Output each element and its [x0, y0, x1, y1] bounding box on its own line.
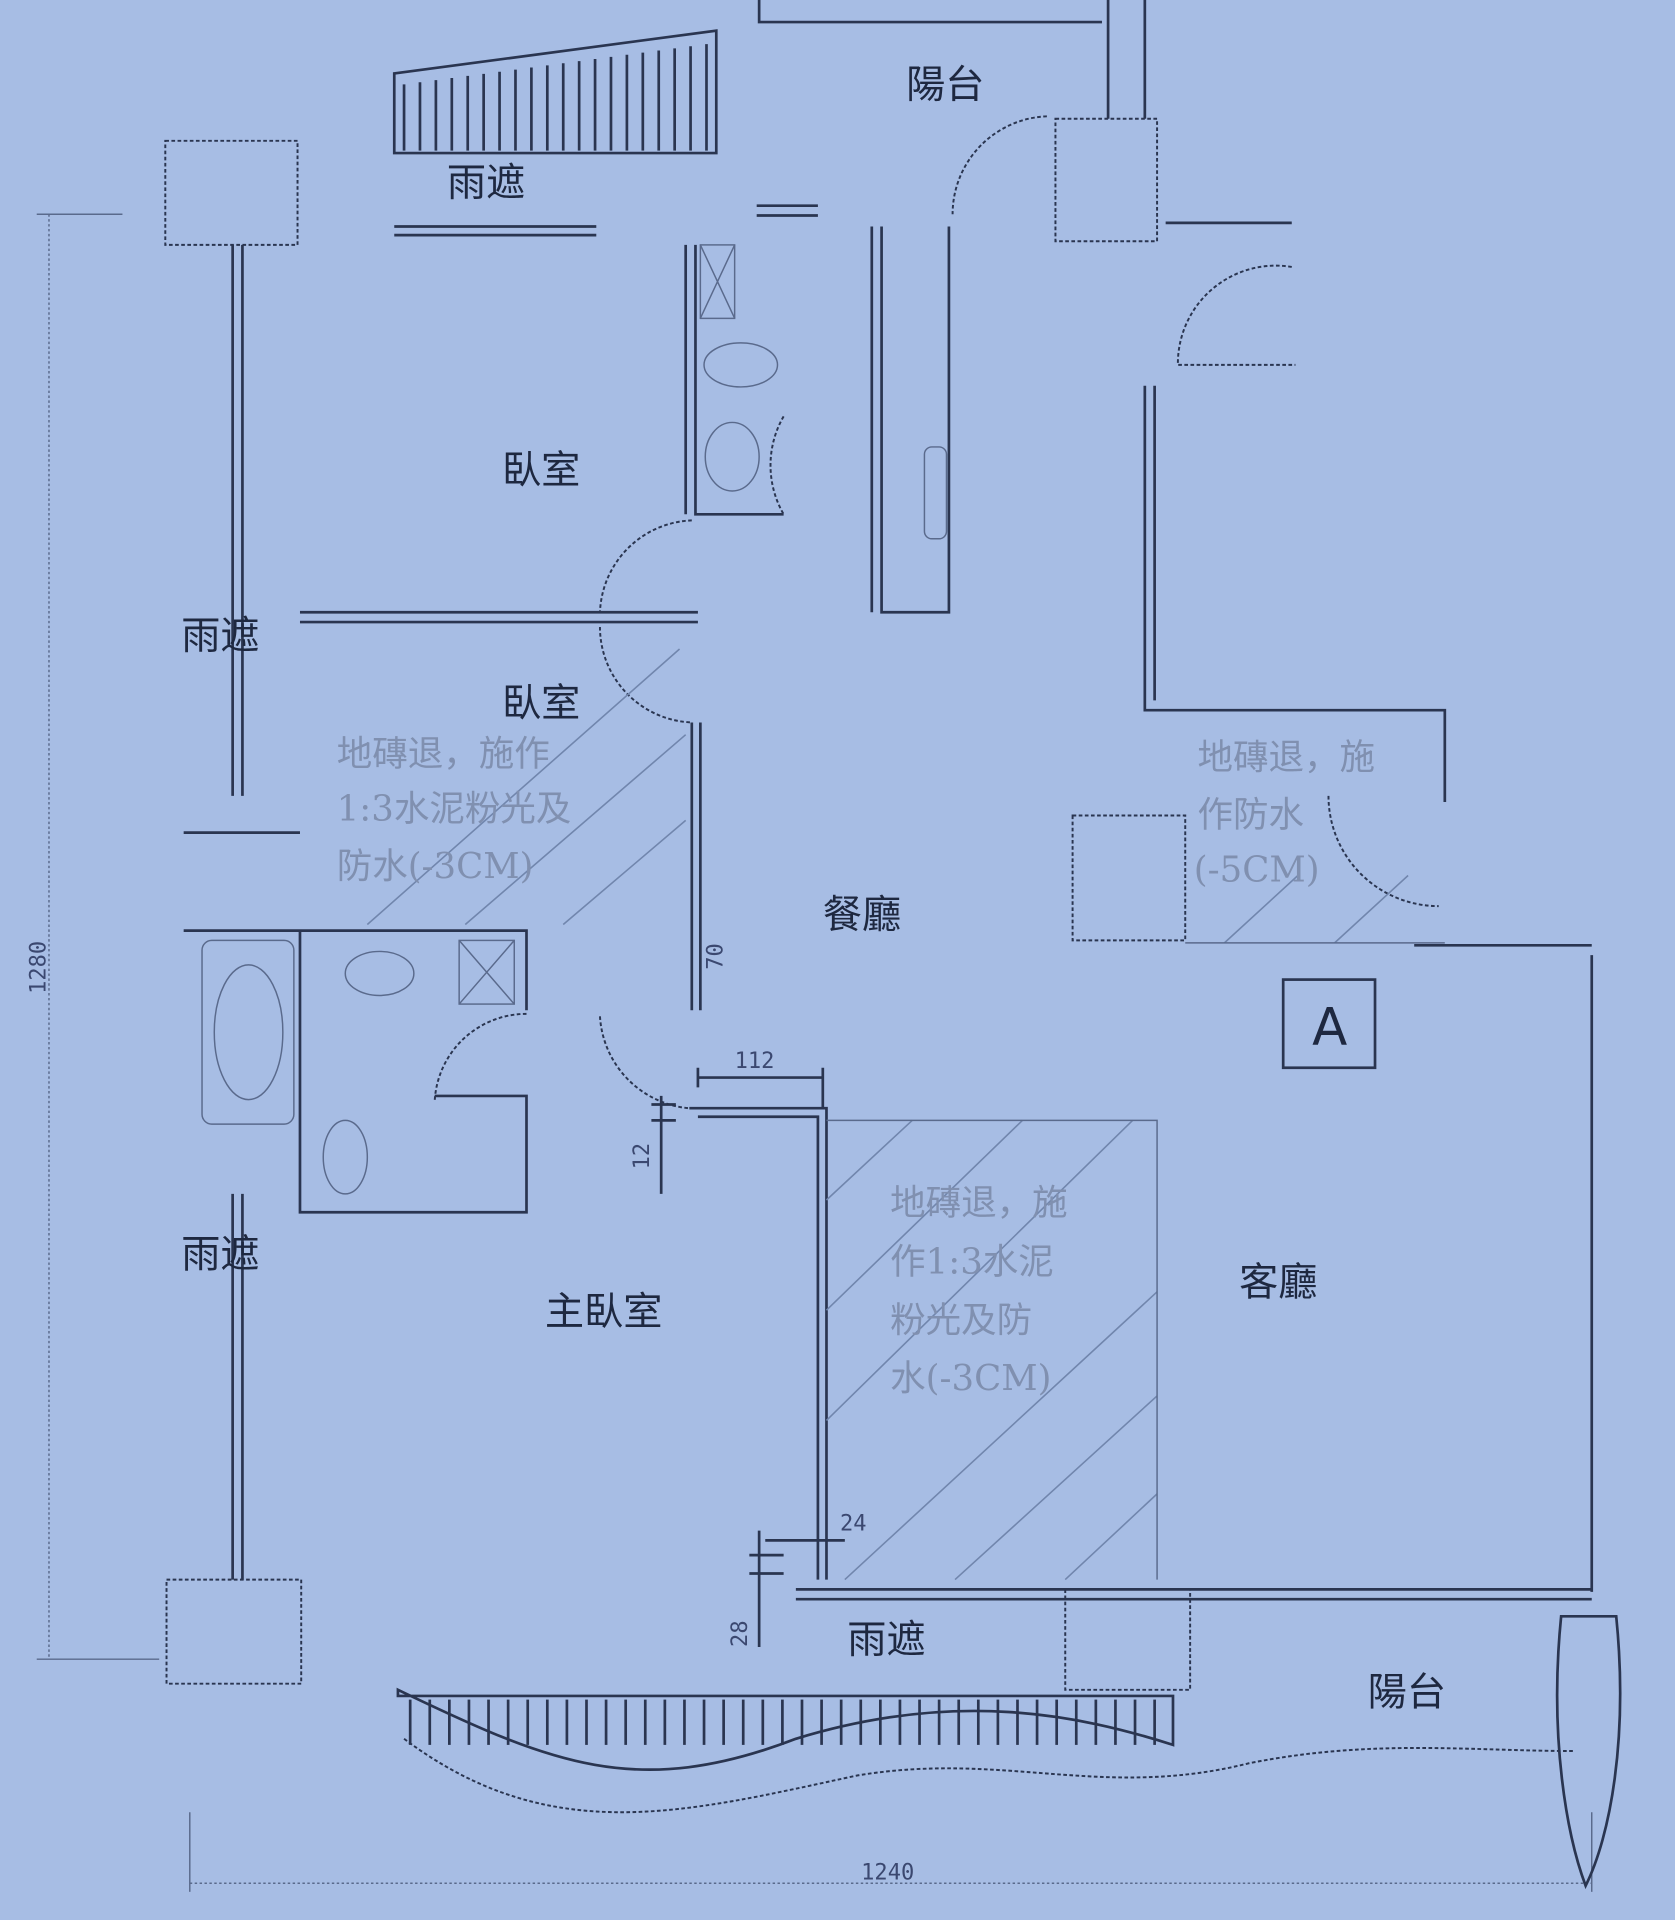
railings — [392, 0, 1622, 1890]
sink-icon — [344, 950, 415, 997]
floor-hatching — [366, 648, 1445, 1581]
note-1-line-3: 防水(-3CM) — [337, 846, 534, 887]
dim-width: 1240 — [861, 1861, 914, 1886]
door-swings — [433, 115, 1439, 1110]
label-canopy-bottom: 雨遮 — [847, 1618, 925, 1663]
bathtub-icon — [201, 939, 295, 1125]
note-2-line-3: (-5CM) — [1194, 850, 1320, 891]
label-balcony-bottom: 陽台 — [1368, 1671, 1446, 1716]
note-3-line-3: 粉光及防 — [890, 1300, 1032, 1341]
sink-icon-2 — [704, 421, 760, 492]
note-1-line-1: 地磚退，施作 — [337, 733, 550, 774]
dim-24: 24 — [840, 1512, 867, 1537]
unit-tag: A — [1312, 997, 1347, 1057]
note-3-line-4: 水(-3CM) — [890, 1358, 1051, 1399]
note-3-line-2: 作1:3水泥 — [890, 1241, 1054, 1282]
label-canopy-top: 雨遮 — [447, 161, 525, 206]
dim-height: 1280 — [26, 941, 51, 994]
label-dining: 餐廳 — [823, 893, 901, 938]
label-living: 客廳 — [1239, 1261, 1317, 1306]
toilet-icon-2 — [703, 342, 779, 388]
label-bedroom-2: 臥室 — [502, 681, 580, 726]
columns — [164, 117, 1192, 1691]
note-2-line-2: 作防水 — [1197, 795, 1304, 836]
note-3-line-1: 地磚退，施 — [890, 1183, 1068, 1224]
note-2-line-1: 地磚退，施 — [1197, 737, 1375, 778]
dim-70: 70 — [703, 943, 728, 970]
label-balcony-top: 陽台 — [906, 63, 984, 108]
shower-icon — [458, 939, 515, 1005]
dim-12: 12 — [630, 1143, 655, 1170]
dim-28: 28 — [728, 1620, 753, 1647]
note-1-line-2: 1:3水泥粉光及 — [337, 788, 572, 829]
unit-tag-box — [1281, 978, 1377, 1070]
walls — [183, 0, 1594, 1601]
label-bedroom-1: 臥室 — [502, 449, 580, 494]
label-canopy-left-2: 雨遮 — [181, 1232, 259, 1277]
dim-112: 112 — [735, 1049, 775, 1074]
bathroom-fixtures — [201, 244, 948, 1195]
dimension-lines — [36, 213, 1593, 1892]
label-canopy-left-1: 雨遮 — [181, 614, 259, 659]
label-master-bedroom: 主臥室 — [545, 1290, 663, 1335]
toilet-icon — [322, 1119, 369, 1195]
